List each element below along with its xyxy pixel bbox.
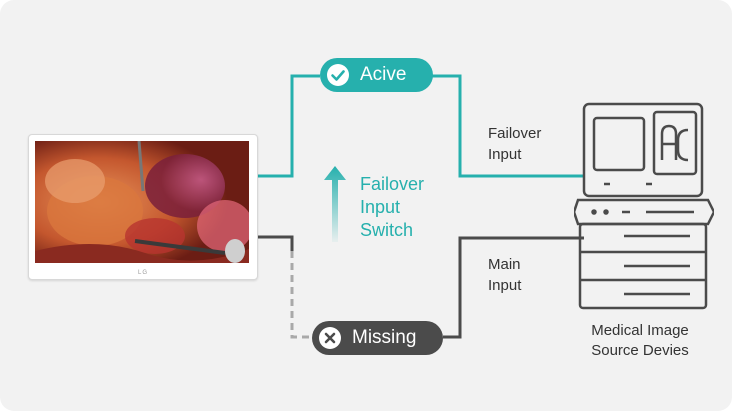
medical-device-label: Medical Image Source Devies [591, 322, 689, 359]
main-line [256, 235, 584, 339]
check-circle-icon [326, 63, 350, 87]
active-status-label: Acive [360, 64, 407, 85]
missing-status-label: Missing [352, 327, 417, 348]
missing-dashed-line [290, 251, 312, 339]
failover-switch-label: Failover Input Switch [360, 174, 425, 240]
up-arrow-icon [323, 166, 347, 247]
monitor-logo: LG [137, 270, 148, 276]
main-input-label: Main Input [488, 256, 522, 294]
failover-input-label: Failover Input [488, 125, 542, 163]
failover-line [256, 74, 584, 178]
medical-device-icon [572, 100, 716, 317]
missing-status-pill: Missing [312, 321, 443, 355]
surgical-monitor: LG [28, 134, 258, 280]
x-circle-icon [318, 326, 342, 350]
active-status-pill: Acive [320, 58, 433, 92]
surgical-image [35, 141, 249, 263]
